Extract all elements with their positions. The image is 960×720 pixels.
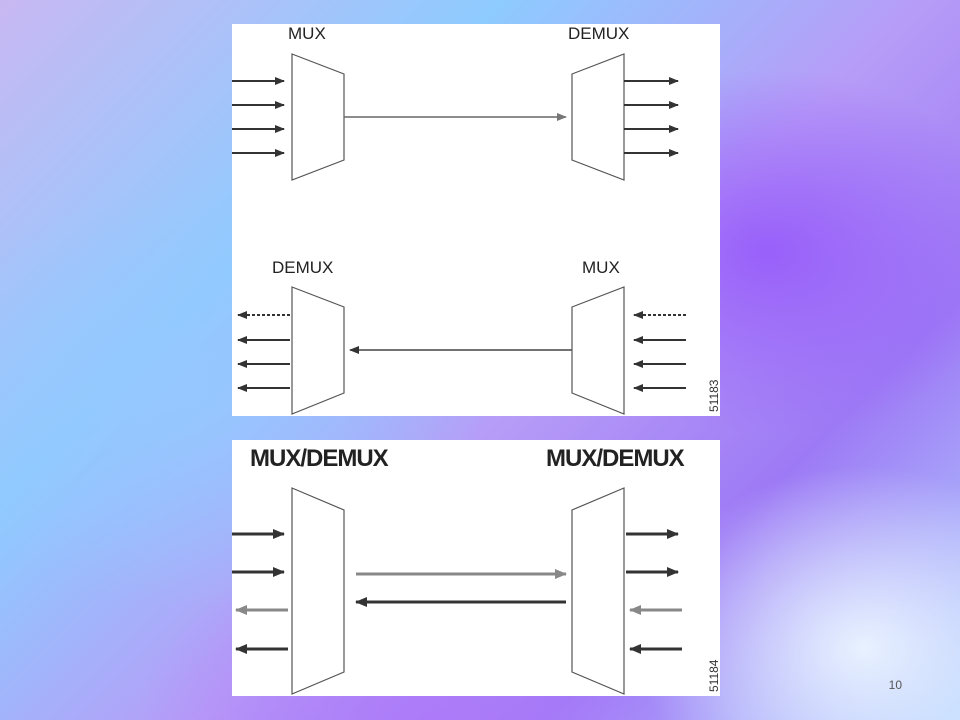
left-port-arrows	[232, 529, 288, 654]
demux-block-top	[571, 53, 625, 181]
demux-output-arrows	[624, 77, 679, 157]
slide-number: 10	[888, 678, 902, 692]
unidirectional-diagram: MUX DEMUX DEMUX MUX	[232, 24, 720, 415]
mux-label-top: MUX	[288, 24, 326, 43]
right-port-arrows	[626, 529, 682, 654]
mux-demux-block-right	[571, 487, 625, 695]
mux-demux-block-left	[291, 487, 345, 695]
unidirectional-diagram-panel: MUX DEMUX DEMUX MUX	[232, 24, 720, 416]
mux-block-top	[291, 53, 345, 181]
mux-demux-label-right: MUX/DEMUX	[546, 445, 685, 472]
bidirectional-diagram: MUX/DEMUX MUX/DEMUX 51184	[232, 445, 720, 695]
bidirectional-diagram-panel: MUX/DEMUX MUX/DEMUX 51184	[232, 440, 720, 696]
mux-label-bottom: MUX	[582, 258, 620, 277]
mux-block-bottom	[571, 286, 625, 415]
demux-label-top: DEMUX	[568, 24, 629, 43]
demux-block-bottom	[291, 286, 345, 415]
demux-output-arrows-left	[237, 311, 290, 392]
figure-id-top: 51183	[707, 379, 720, 412]
mux-demux-label-left: MUX/DEMUX	[250, 445, 389, 472]
mux-input-arrows-right	[633, 311, 686, 392]
figure-id-bottom: 51184	[707, 659, 720, 692]
mux-input-arrows	[232, 77, 285, 157]
demux-label-bottom: DEMUX	[272, 258, 333, 277]
